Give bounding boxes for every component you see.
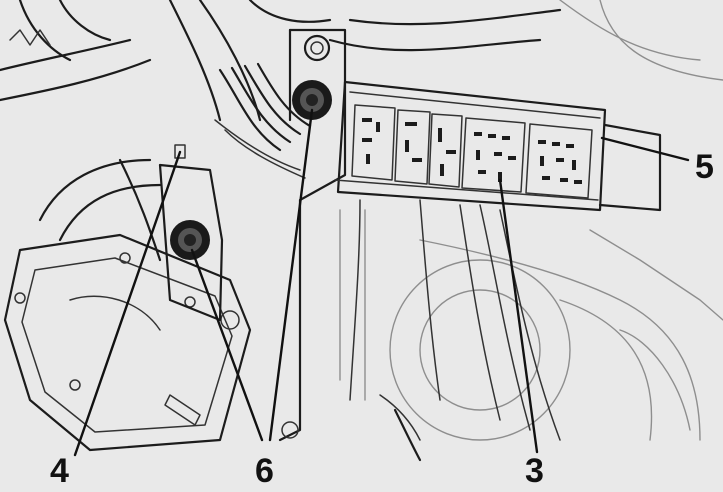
leader-3	[498, 178, 539, 454]
callout-6: 6	[255, 452, 274, 490]
hanging-wires	[349, 199, 561, 462]
bolt-lower	[170, 220, 210, 260]
leader-6-upper	[268, 108, 314, 442]
background-faint-shapes	[339, 0, 723, 441]
callout-3: 3	[525, 452, 544, 490]
relay-box	[334, 80, 662, 212]
wiring-loom	[214, 62, 312, 179]
callout-5: 5	[695, 148, 714, 186]
leader-4	[73, 150, 182, 457]
leader-6-lower	[190, 248, 264, 442]
left-housing	[3, 233, 299, 452]
leader-5	[600, 136, 690, 162]
bolt-upper	[292, 80, 332, 120]
upper-hoses	[0, 0, 562, 122]
leader-lines	[73, 108, 690, 457]
mounting-bracket	[278, 28, 347, 442]
lower-bracket	[158, 144, 224, 322]
callout-4: 4	[50, 452, 69, 490]
